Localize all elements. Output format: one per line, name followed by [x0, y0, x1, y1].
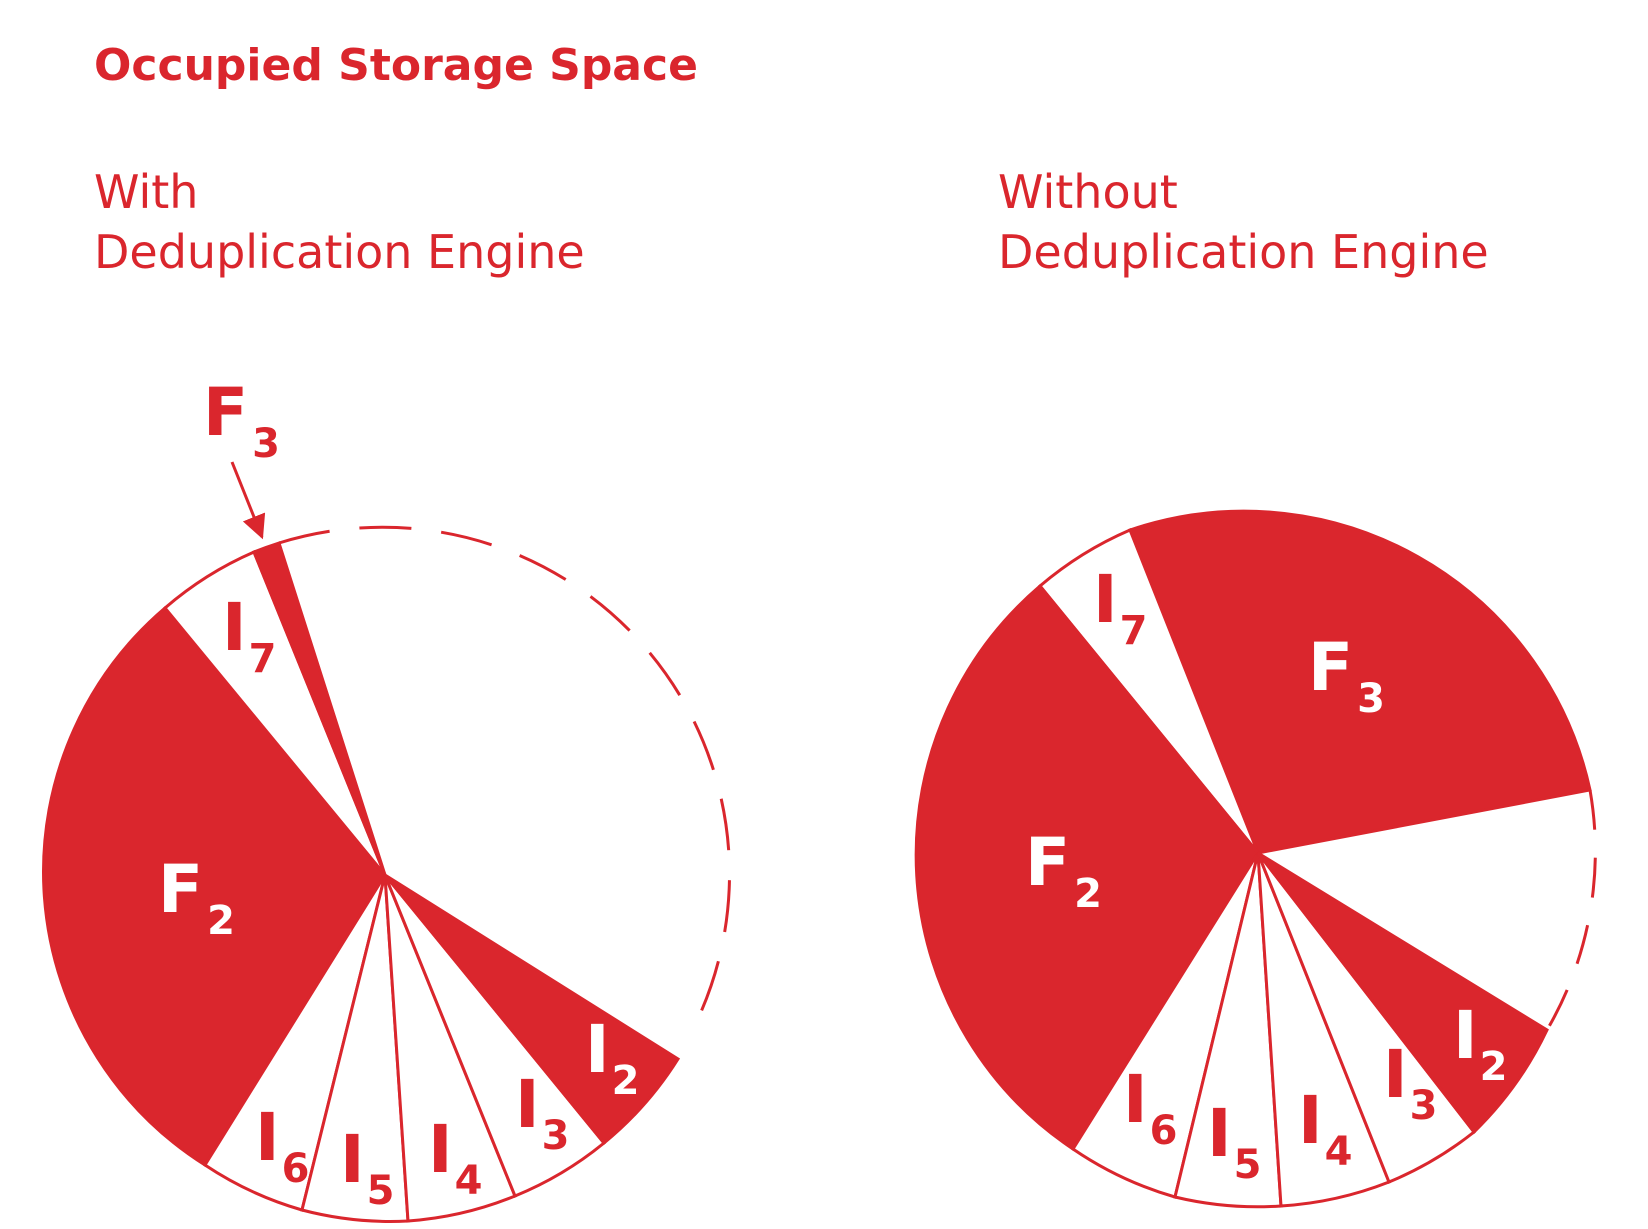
right-segment-i2 [1256, 851, 1549, 1135]
callout-arrow [230, 461, 266, 540]
left-heading-line1: With [94, 165, 199, 219]
left-label-i4: I4 [428, 1111, 482, 1204]
right-label-i4: I4 [1298, 1082, 1352, 1175]
right-label-i6: I6 [1123, 1061, 1177, 1154]
right-gap-outline [1545, 789, 1597, 1031]
right-label-i7: I7 [1093, 561, 1147, 654]
left-heading: With Deduplication Engine [94, 162, 585, 282]
right-label-i2: I2 [1453, 997, 1507, 1090]
page-title: Occupied Storage Space [94, 40, 698, 91]
left-segment-i2 [383, 873, 681, 1146]
right-label-i3: I3 [1383, 1036, 1437, 1129]
left-label-i5: I5 [340, 1121, 394, 1214]
left-freed-space-outline [278, 525, 731, 1036]
left-label-i3: I3 [515, 1066, 569, 1159]
left-label-i7: I7 [222, 589, 276, 682]
left-label-i6: I6 [255, 1099, 309, 1192]
right-segment-f2 [914, 583, 1260, 1152]
right-segment-f3 [1128, 509, 1592, 855]
left-segment-f3 [252, 541, 387, 876]
right-label-i5: I5 [1207, 1095, 1261, 1188]
left-heading-line2: Deduplication Engine [94, 225, 585, 279]
right-heading-line2: Deduplication Engine [998, 225, 1489, 279]
left-segment-f2 [42, 605, 387, 1168]
right-heading-line1: Without [998, 165, 1178, 219]
right-heading: Without Deduplication Engine [998, 162, 1489, 282]
left-label-i2: I2 [585, 1011, 639, 1104]
